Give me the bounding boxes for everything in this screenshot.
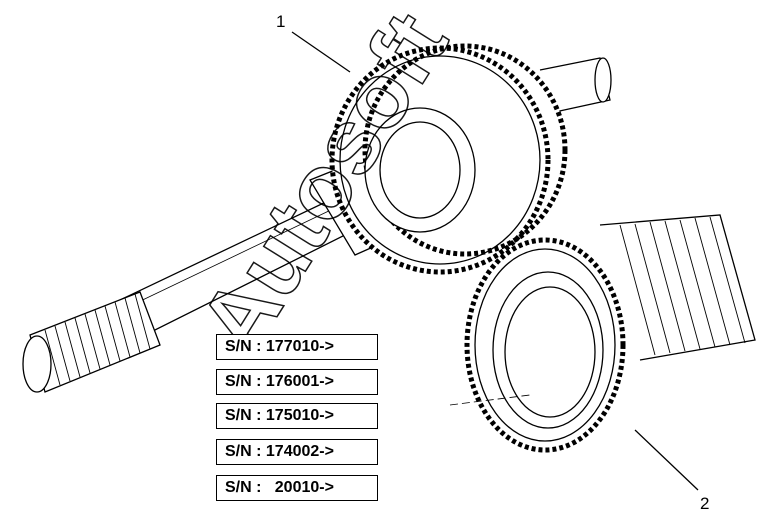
leader-line-2: [634, 429, 699, 491]
serial-label-2: S/N : 176001->: [216, 369, 378, 395]
serial-label-3: S/N : 175010->: [216, 403, 378, 429]
gear-2: [464, 214, 756, 453]
axis-line: [449, 394, 531, 406]
splined-shaft-end: [22, 291, 161, 393]
callout-1: 1: [276, 12, 286, 31]
callout-2: 2: [700, 494, 710, 513]
serial-label-4: S/N : 174002->: [216, 439, 378, 465]
shaft-right-end: [539, 57, 612, 113]
gear-1: [329, 37, 568, 275]
serial-label-1: S/N : 177010->: [216, 334, 378, 360]
leader-line-1: [291, 31, 351, 73]
serial-label-5: S/N : 20010->: [216, 475, 378, 501]
